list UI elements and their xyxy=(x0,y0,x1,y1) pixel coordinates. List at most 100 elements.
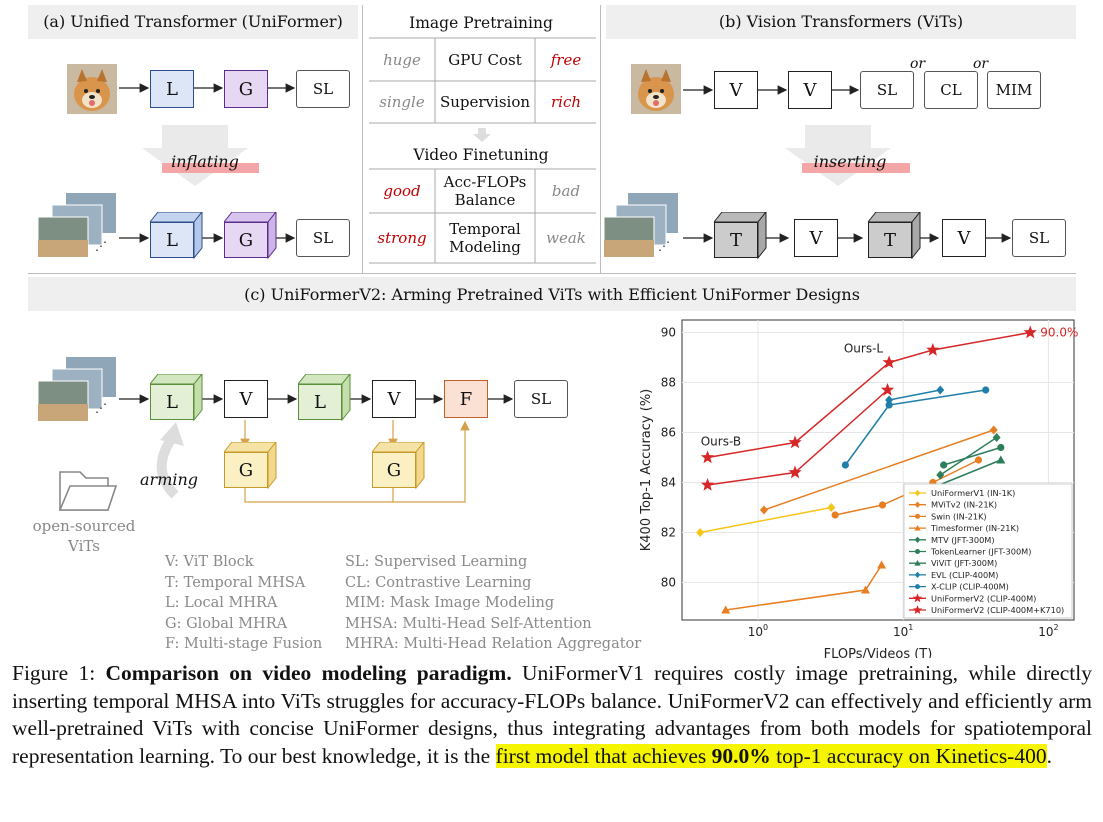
legend-marker xyxy=(914,584,921,590)
x-axis-label: FLOPs/Videos (T) xyxy=(824,647,933,658)
data-point xyxy=(982,386,990,394)
x-tick-label: 100 xyxy=(748,623,768,639)
caption-body: UniFormerV1 requires costly image pretra… xyxy=(12,661,1093,768)
inflating-label: inflating xyxy=(171,152,239,171)
temporal-cube-1-top xyxy=(714,212,767,260)
panel-b-arrows: ⋰ xyxy=(603,85,1012,258)
legend-entry: ViViT (JFT-300M) xyxy=(931,558,997,568)
data-point xyxy=(880,383,895,396)
data-point xyxy=(841,461,849,469)
cost-left: huge xyxy=(383,51,421,69)
legend-marker xyxy=(914,524,921,531)
supervision-left: single xyxy=(379,93,425,111)
global-cube-top xyxy=(224,212,277,260)
legend-mhra: MHRA: Multi-Head Relation Aggregator xyxy=(345,636,642,652)
data-point xyxy=(696,528,705,537)
sl-doc-b: SL xyxy=(860,71,914,109)
legend-left: V: ViT Block T: Temporal MHSA L: Local M… xyxy=(165,552,322,655)
data-point xyxy=(788,465,802,479)
data-point xyxy=(996,455,1006,464)
legend-marker xyxy=(914,536,921,543)
data-point xyxy=(700,450,715,464)
legend-entry: TokenLearner (JFT-300M) xyxy=(930,547,1031,557)
supervision-mid: Supervision xyxy=(439,93,531,111)
legend-t: T: Temporal MHSA xyxy=(165,574,306,591)
inserting-label: inserting xyxy=(813,152,887,171)
global-cube-c2: G xyxy=(372,452,416,488)
svg-text:⋰: ⋰ xyxy=(658,239,670,253)
panel-b-title-band xyxy=(606,5,1076,39)
series-line xyxy=(699,506,832,534)
mim-doc: MIM xyxy=(987,71,1041,109)
source-label: open-sourced ViTs xyxy=(32,517,136,555)
highlight-text-a: first model that achieves xyxy=(495,743,712,768)
cost-right: free xyxy=(550,51,582,69)
local-block: L xyxy=(150,70,194,108)
data-point xyxy=(1023,325,1037,339)
dog-image xyxy=(67,64,117,114)
sl-doc-video: SL xyxy=(296,219,350,257)
legend-marker xyxy=(914,548,921,555)
divider-right xyxy=(600,5,601,273)
cost-mid: GPU Cost xyxy=(448,51,522,69)
series-line xyxy=(943,446,1002,466)
legend-g: G: Global MHRA xyxy=(165,615,288,632)
cl-doc: CL xyxy=(924,71,978,109)
divider-horizontal xyxy=(28,273,1076,274)
or-label-2: or xyxy=(973,56,989,72)
panel-b-title: (b) Vision Transformers (ViTs) xyxy=(718,12,964,31)
legend-marker xyxy=(912,605,923,614)
folder-icon xyxy=(60,472,116,512)
data-point xyxy=(974,456,983,464)
caption-end: . xyxy=(1046,743,1052,768)
panel-c-arrows: ⋰ xyxy=(37,357,514,511)
vit-block-3: V xyxy=(794,219,838,257)
vit-block-c1: V xyxy=(224,380,268,418)
temporal-mid: Temporal Modeling xyxy=(449,220,521,256)
chart-annotation: 90.0% xyxy=(1040,326,1078,340)
svg-text:⋰: ⋰ xyxy=(95,239,107,253)
data-point xyxy=(860,585,870,594)
inserting-bar xyxy=(802,163,910,173)
data-point xyxy=(936,385,945,395)
y-tick-label: 88 xyxy=(661,376,676,390)
legend-entry: MViTv2 (IN-21K) xyxy=(931,500,997,510)
caption-highlight: first model that achieves 90.0% top-1 ac… xyxy=(495,743,1047,768)
data-point xyxy=(700,478,715,491)
legend-entry: Timesformer (IN-21K) xyxy=(930,523,1019,533)
divider-left xyxy=(362,5,363,273)
local-cube-c2-top xyxy=(298,374,351,422)
temporal-cube-1: T xyxy=(714,222,758,258)
caption-title: Comparison on video modeling paradigm. xyxy=(105,661,512,685)
legend-marker xyxy=(914,513,921,519)
legend-right: SL: Supervised Learning CL: Contrastive … xyxy=(345,552,641,655)
or-label-1: or xyxy=(910,56,926,72)
chart-legend xyxy=(903,483,1073,619)
legend-sl: SL: Supervised Learning xyxy=(345,554,528,570)
balance-left: good xyxy=(383,182,421,200)
data-point xyxy=(882,355,896,369)
global-cube: G xyxy=(224,222,268,258)
legend-entry: X-CLIP (CLIP-400M) xyxy=(931,582,1009,592)
data-point xyxy=(989,425,998,435)
arming-label: arming xyxy=(140,470,199,489)
data-point xyxy=(885,401,893,409)
vit-block-c2: V xyxy=(372,380,416,418)
highlight-text-b: top-1 accuracy on Kinetics-400 xyxy=(770,743,1047,768)
data-point xyxy=(936,470,945,480)
global-block: G xyxy=(224,70,268,108)
image-pretraining-header: Image Pretraining xyxy=(409,14,553,32)
y-tick-label: 80 xyxy=(661,576,676,590)
supervision-right: rich xyxy=(550,93,582,111)
y-tick-label: 84 xyxy=(661,476,676,490)
legend-entry: UniFormerV2 (CLIP-400M+K710) xyxy=(931,605,1064,615)
local-cube-top xyxy=(150,212,203,260)
data-point xyxy=(926,343,940,356)
local-cube-c1-top xyxy=(150,374,203,422)
svg-text:⋰: ⋰ xyxy=(95,401,107,415)
legend-marker xyxy=(914,489,921,497)
data-point xyxy=(940,461,948,469)
temporal-left: strong xyxy=(377,229,427,247)
y-tick-label: 86 xyxy=(661,426,676,440)
